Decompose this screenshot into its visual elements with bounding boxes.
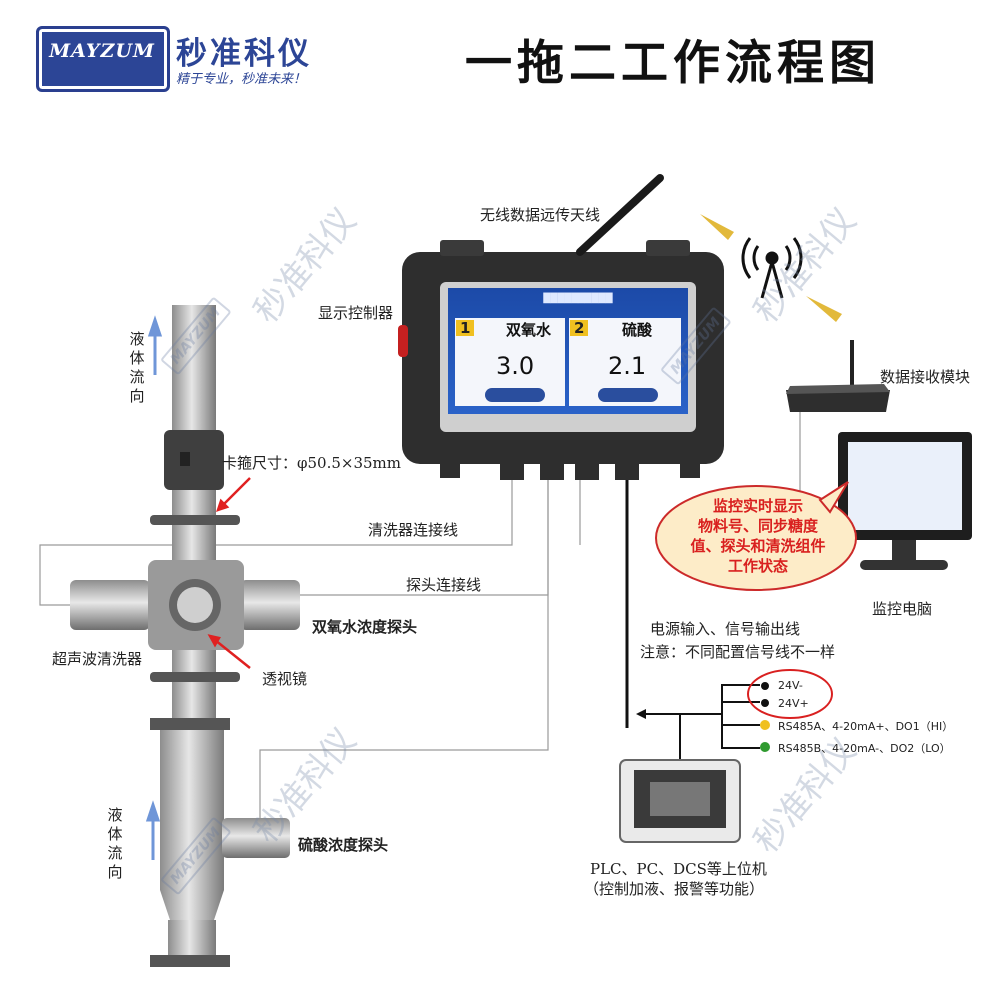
clamp-size-label: 卡箍尺寸：φ50.5×35mm — [222, 454, 402, 472]
red-pointers — [207, 477, 251, 669]
channel-1-name: 双氧水 — [506, 321, 552, 339]
plc-label: PLC、PC、DCS等上位机 — [590, 860, 767, 878]
channel-2-number: 2 — [574, 319, 585, 337]
terminal-24v-minus — [761, 682, 769, 690]
wireless-arrow-2 — [806, 296, 842, 322]
h2o2-probe-label: 双氧水浓度探头 — [312, 618, 418, 636]
wireless-arrow-1 — [700, 214, 734, 240]
brand-slogan: 精于专业，秒准未来！ — [176, 72, 307, 87]
display-controller — [398, 240, 724, 480]
brand-name: 秒准科仪 — [176, 36, 312, 72]
flow-arrow-bottom — [145, 800, 161, 860]
signal-rs485a: RS485A、4-20mA+、DO1（HI） — [778, 720, 954, 733]
receiver-module — [786, 340, 890, 412]
signal-rs485b: RS485B、4-20mA-、DO2（LO） — [778, 742, 951, 755]
signal-wiring — [640, 684, 760, 760]
acid-probe-label: 硫酸浓度探头 — [298, 836, 389, 854]
flow-direction-top: 液体流向 — [129, 330, 145, 405]
signal-tower-icon — [741, 237, 803, 299]
receiver-label: 数据接收模块 — [880, 368, 971, 386]
brand-logo — [36, 26, 170, 92]
channel-2-name: 硫酸 — [622, 321, 653, 339]
terminal-24v-plus — [761, 699, 769, 707]
screen-header-bar: ██████████ — [543, 294, 613, 304]
terminal-rs485a — [760, 720, 770, 730]
sight-glass-label: 透视镜 — [262, 670, 308, 688]
channel-2-value: 2.1 — [608, 352, 647, 380]
antenna-label: 无线数据远传天线 — [480, 206, 601, 224]
monitor-pc — [838, 432, 972, 570]
probe-cable-label: 探头连接线 — [406, 576, 482, 594]
connection-lines — [39, 410, 801, 820]
logo-text: MAYZUM — [49, 40, 155, 62]
cleaner-cable-label: 清洗器连接线 — [368, 521, 459, 539]
page-title: 一拖二工作流程图 — [465, 36, 881, 91]
channel-1-number: 1 — [460, 319, 471, 337]
monitor-pc-label: 监控电脑 — [872, 600, 933, 618]
flow-direction-bottom: 液体流向 — [107, 806, 123, 881]
signal-24v-minus: 24V- — [778, 679, 803, 692]
power-terminal-ring — [747, 669, 833, 719]
power-line-label: 电源输入、信号输出线 — [650, 620, 801, 638]
bubble-text: 监控实时显示物料号、同步糖度值、探头和清洗组件工作状态 — [690, 497, 826, 575]
signal-24v-plus: 24V+ — [778, 697, 809, 710]
power-note-label: 注意：不同配置信号线不一样 — [640, 643, 836, 661]
flow-arrow-top — [147, 315, 163, 375]
antenna — [576, 174, 664, 256]
controller-label: 显示控制器 — [318, 304, 394, 322]
plc-note-label: （控制加液、报警等功能） — [584, 880, 765, 898]
pipeline — [70, 305, 300, 967]
info-bubble — [655, 481, 857, 591]
terminal-rs485b — [760, 742, 770, 752]
ultrasonic-cleaner-label: 超声波清洗器 — [52, 650, 143, 668]
channel-1-value: 3.0 — [496, 352, 535, 380]
plc-panel — [619, 759, 741, 843]
